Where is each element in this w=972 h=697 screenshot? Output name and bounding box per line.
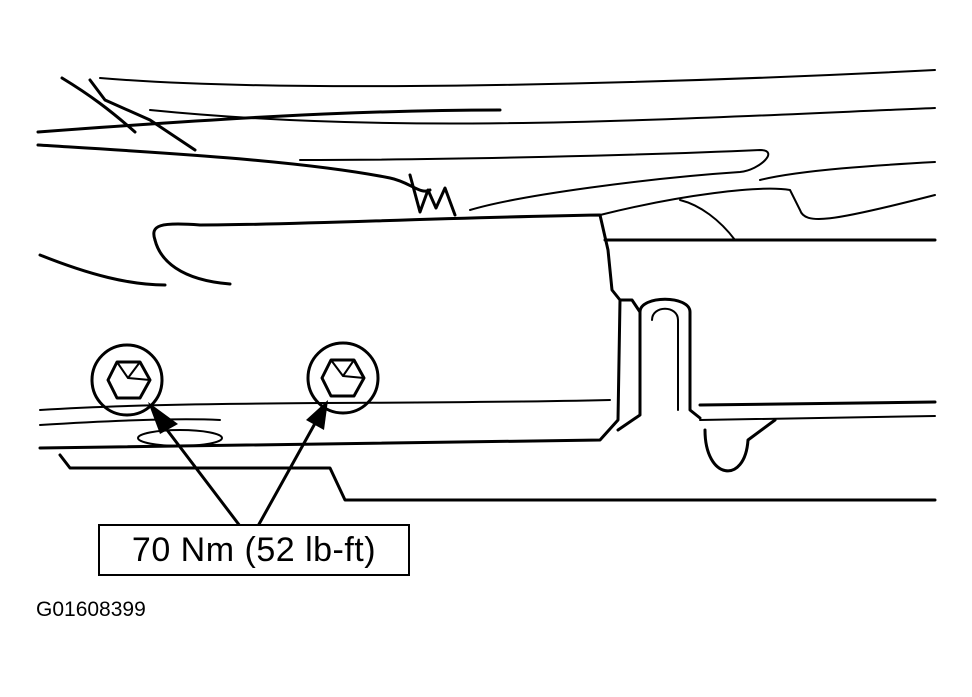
crossmember-top bbox=[36, 143, 432, 193]
channel-inner bbox=[651, 307, 679, 411]
zigzag-weld bbox=[408, 173, 457, 217]
figure-id: G01608399 bbox=[36, 598, 146, 621]
channel-loop bbox=[638, 297, 702, 420]
upper-rail-inner bbox=[88, 78, 197, 152]
right-tube-edge bbox=[679, 199, 736, 241]
left-curve-lower bbox=[38, 253, 167, 287]
leader-arrow-right bbox=[256, 400, 328, 528]
bolt-right bbox=[306, 341, 380, 415]
base-plate bbox=[58, 453, 937, 502]
bracket-left-curve bbox=[153, 238, 232, 286]
lower-rail-top bbox=[698, 400, 937, 407]
upper-rail-top bbox=[99, 69, 936, 88]
lower-rail-inner bbox=[699, 415, 936, 421]
leader-arrow-left bbox=[148, 402, 242, 528]
channel-left bbox=[616, 298, 642, 432]
frame-slot bbox=[137, 429, 223, 447]
frame-rail-top bbox=[39, 399, 611, 411]
bracket-outline bbox=[38, 213, 622, 450]
right-tube bbox=[599, 187, 936, 220]
frame-rail-mid bbox=[39, 418, 221, 426]
crossmember-curve bbox=[299, 149, 770, 211]
bolt-left bbox=[90, 343, 164, 417]
right-tube-top bbox=[759, 161, 936, 181]
upper-rail-line bbox=[36, 108, 502, 134]
lower-bracket-tab bbox=[703, 418, 777, 473]
upper-rail-left bbox=[60, 76, 137, 134]
torque-callout: 70 Nm (52 lb-ft) bbox=[98, 524, 410, 576]
